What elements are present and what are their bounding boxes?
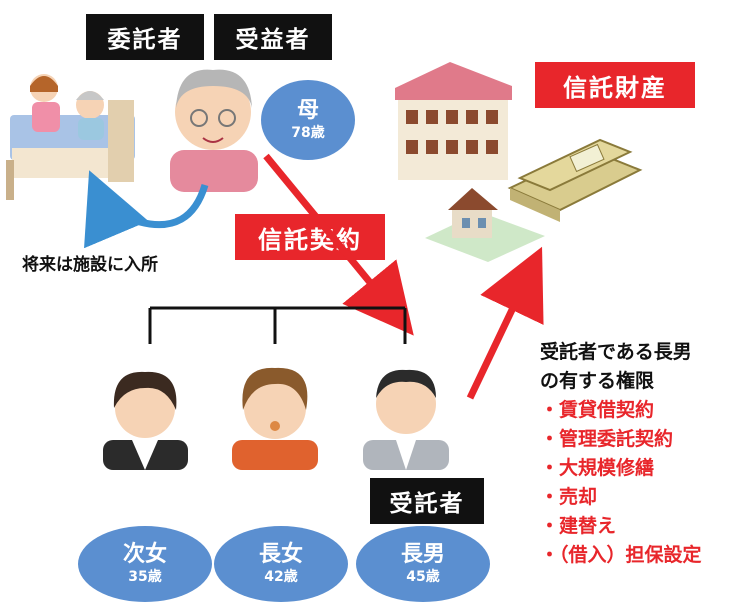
beneficiary-label: 受益者 (214, 14, 332, 60)
mother-age: 78歳 (291, 125, 325, 141)
mother-badge: 母 78歳 (261, 80, 355, 160)
trustee-authority: 受託者である長男 の有する権限 ・賃貸借契約 ・管理委託契約 ・大規模修繕 ・売… (540, 338, 750, 570)
authority-item: ・（借入）担保設定 (540, 544, 702, 566)
child-age: 45歳 (406, 569, 440, 585)
authority-item: ・管理委託契約 (540, 428, 674, 450)
authority-item: ・大規模修繕 (540, 457, 655, 479)
house-illustration (425, 188, 545, 262)
child-name: 長女 (258, 542, 303, 567)
authority-item: ・売却 (540, 486, 598, 508)
child-badge-eldest-son: 長男 45歳 (356, 526, 490, 602)
authority-heading-1: 受託者である長男 (540, 341, 692, 363)
authority-item: ・賃貸借契約 (540, 399, 655, 421)
authority-list: ・賃貸借契約 ・管理委託契約 ・大規模修繕 ・売却 ・建替え ・（借入）担保設定 (540, 396, 750, 570)
mother-name: 母 (296, 98, 319, 123)
apartment-illustration (395, 62, 512, 180)
authority-item: ・建替え (540, 515, 617, 537)
child-age: 42歳 (264, 569, 298, 585)
trust-property-label: 信託財産 (535, 62, 695, 108)
eldest-daughter-illustration (232, 367, 318, 470)
child-name: 次女 (122, 542, 167, 567)
settlor-label: 委託者 (86, 14, 204, 60)
nursing-bed-illustration (6, 74, 135, 200)
child-age: 35歳 (128, 569, 162, 585)
second-daughter-illustration (103, 371, 188, 470)
eldest-son-illustration (363, 369, 449, 470)
authority-heading-2: の有する権限 (540, 370, 655, 392)
trustee-label: 受託者 (370, 478, 484, 524)
child-badge-second-daughter: 次女 35歳 (78, 526, 212, 602)
family-tree-lines (148, 306, 407, 344)
child-badge-eldest-daughter: 長女 42歳 (214, 526, 348, 602)
child-name: 長男 (400, 542, 445, 567)
mother-illustration (170, 69, 258, 192)
future-note: 将来は施設に入所 (22, 255, 158, 275)
trust-contract-label: 信託契約 (235, 214, 385, 260)
money-illustration (507, 138, 643, 222)
